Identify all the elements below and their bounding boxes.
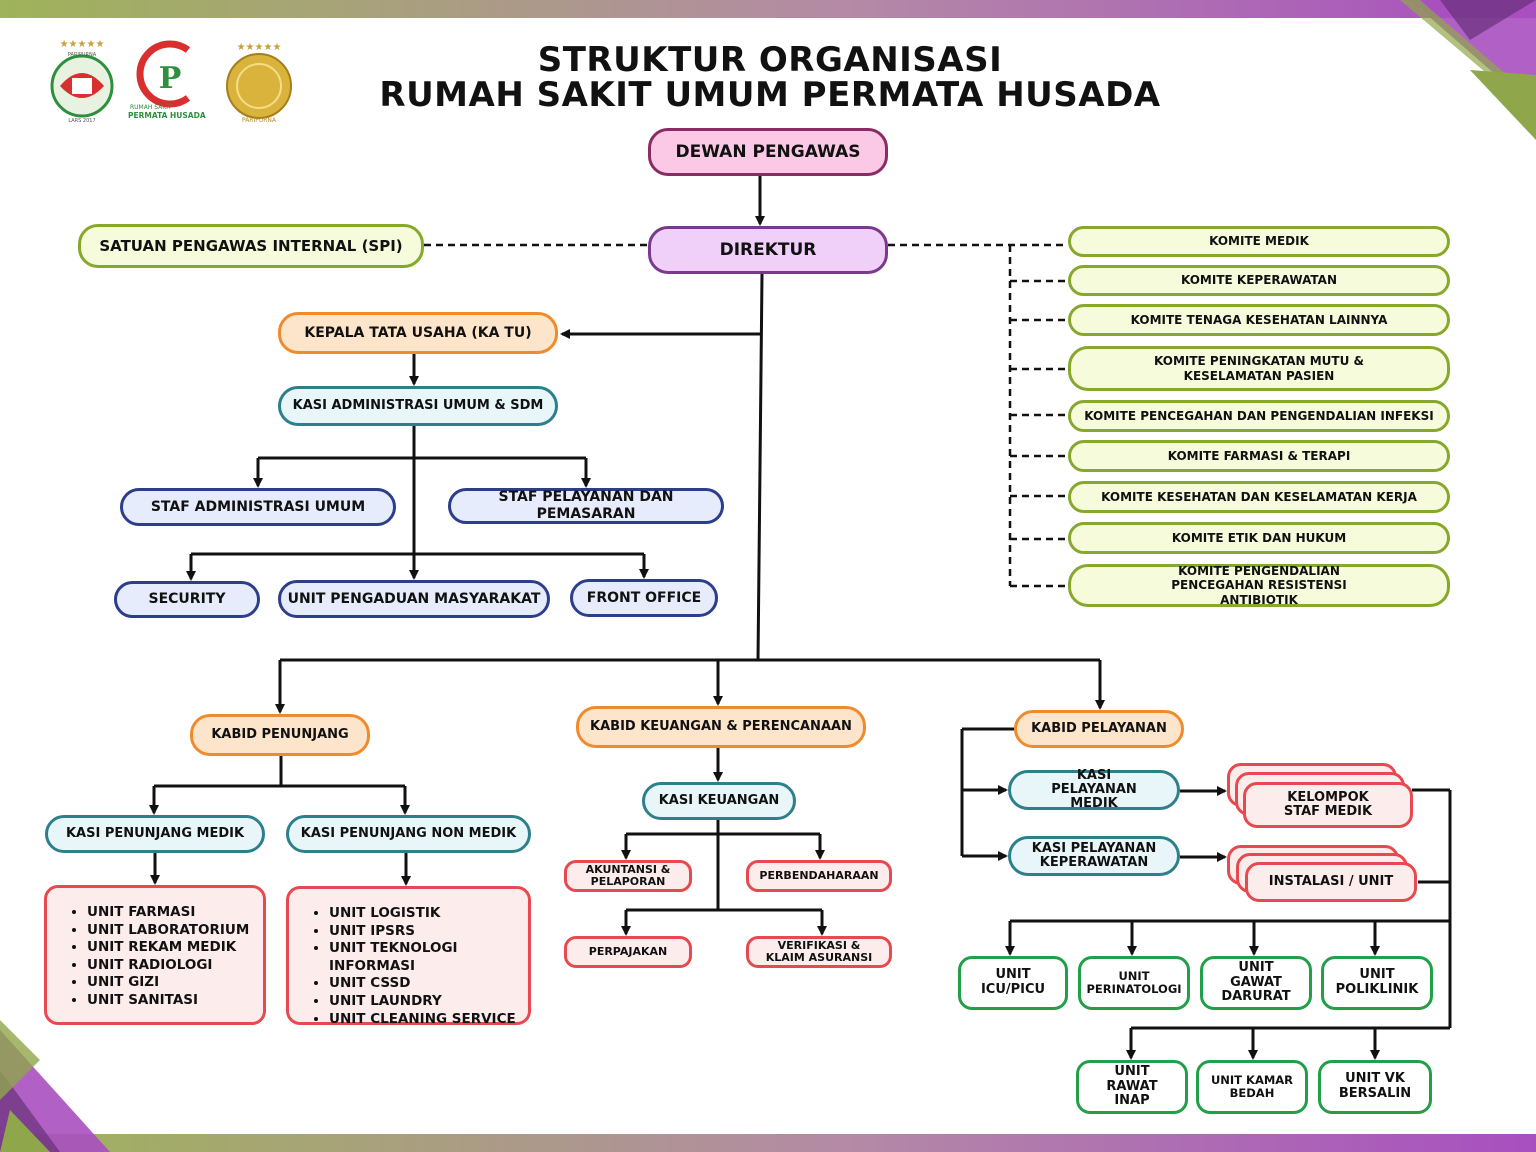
akuntansi-box: AKUNTANSI & PELAPORAN (564, 860, 692, 892)
kabid-penunjang-box: KABID PENUNJANG (190, 714, 370, 756)
list-item: UNIT LAUNDRY (329, 993, 528, 1011)
paripurna-gold-logo: ★★★★★ PARIPURNA (220, 40, 298, 124)
list-item: UNIT GIZI (87, 974, 263, 992)
komite-box: KOMITE ETIK DAN HUKUM (1068, 522, 1450, 554)
title-line1: STRUKTUR ORGANISASI (537, 40, 1003, 80)
paripurna-lars-logo: ★★★★★ PARIPURNA LARS 2017 (44, 39, 120, 124)
komite-box: KOMITE PENINGKATAN MUTU & KESELAMATAN PA… (1068, 346, 1450, 391)
komite-box: KOMITE KESEHATAN DAN KESELAMATAN KERJA (1068, 481, 1450, 513)
unit-pengaduan-box: UNIT PENGADUAN MASYARAKAT (278, 580, 550, 618)
kasi-pelayanan-medik-box: KASI PELAYANAN MEDIK (1008, 768, 1180, 811)
front-office-box: FRONT OFFICE (570, 579, 718, 617)
list-item: UNIT LABORATORIUM (87, 922, 263, 940)
svg-text:RUMAH SAKIT: RUMAH SAKIT (130, 104, 172, 111)
list-item: UNIT SANITASI (87, 992, 263, 1010)
kelompok-staf-medik-box: KELOMPOK STAF MEDIK (1243, 782, 1413, 828)
units-penunjang-medik-list: UNIT FARMASI UNIT LABORATORIUM UNIT REKA… (44, 885, 266, 1025)
rs-permata-husada-logo: P RUMAH SAKIT PERMATA HUSADA (126, 40, 216, 122)
kasi-penunjang-medik-box: KASI PENUNJANG MEDIK (45, 815, 265, 853)
komite-box: KOMITE KEPERAWATAN (1068, 265, 1450, 296)
list-item: UNIT CSSD (329, 975, 528, 993)
dewan-pengawas-box: DEWAN PENGAWAS (648, 128, 888, 176)
list-item: UNIT FARMASI (87, 904, 263, 922)
svg-text:PARIPURNA: PARIPURNA (68, 52, 97, 58)
top-gradient-bar (0, 0, 1536, 18)
svg-text:PERMATA HUSADA: PERMATA HUSADA (128, 111, 206, 120)
spi-box: SATUAN PENGAWAS INTERNAL (SPI) (78, 224, 424, 268)
komite-box: KOMITE FARMASI & TERAPI (1068, 440, 1450, 472)
list-item: UNIT CLEANING SERVICE (329, 1011, 528, 1029)
staf-administrasi-box: STAF ADMINISTRASI UMUM (120, 488, 396, 526)
svg-text:PARIPURNA: PARIPURNA (242, 117, 277, 124)
katu-box: KEPALA TATA USAHA (KA TU) (278, 312, 558, 354)
perpajakan-box: PERPAJAKAN (564, 936, 692, 968)
unit-poliklinik-box: UNIT POLIKLINIK (1321, 956, 1433, 1010)
unit-gawat-darurat-box: UNIT GAWAT DARURAT (1200, 956, 1312, 1010)
svg-text:★★★★★: ★★★★★ (60, 40, 105, 50)
unit-vk-bersalin-box: UNIT VK BERSALIN (1318, 1060, 1432, 1114)
kasi-penunjang-non-medik-box: KASI PENUNJANG NON MEDIK (286, 815, 531, 853)
list-item: UNIT TEKNOLOGI INFORMASI (329, 940, 528, 975)
unit-icu-box: UNIT ICU/PICU (958, 956, 1068, 1010)
unit-perinatologi-box: UNIT PERINATOLOGI (1078, 956, 1190, 1010)
kasi-administrasi-box: KASI ADMINISTRASI UMUM & SDM (278, 386, 558, 426)
list-item: UNIT REKAM MEDIK (87, 939, 263, 957)
komite-box: KOMITE PENGENDALIAN PENCEGAHAN RESISTENS… (1068, 564, 1450, 607)
kasi-pelayanan-keperawatan-box: KASI PELAYANAN KEPERAWATAN (1008, 836, 1180, 876)
list-item: UNIT LOGISTIK (329, 905, 528, 923)
instalasi-unit-box: INSTALASI / UNIT (1245, 862, 1417, 902)
paripurna-gold-medal-icon: ★★★★★ PARIPURNA (226, 42, 292, 124)
komite-box: KOMITE TENAGA KESEHATAN LAINNYA (1068, 304, 1450, 336)
kasi-keuangan-box: KASI KEUANGAN (642, 782, 796, 820)
permata-husada-emblem-icon: P RUMAH SAKIT PERMATA HUSADA (128, 40, 206, 120)
security-box: SECURITY (114, 581, 260, 618)
svg-text:LARS 2017: LARS 2017 (68, 118, 95, 124)
paripurna-emblem-icon: ★★★★★ PARIPURNA LARS 2017 (50, 39, 114, 124)
units-penunjang-non-medik-list: UNIT LOGISTIK UNIT IPSRS UNIT TEKNOLOGI … (286, 886, 531, 1027)
svg-text:P: P (159, 61, 182, 96)
unit-rawat-inap-box: UNIT RAWAT INAP (1076, 1060, 1188, 1114)
perbendaharaan-box: PERBENDAHARAAN (746, 860, 892, 892)
staf-pelayanan-box: STAF PELAYANAN DAN PEMASARAN (448, 488, 724, 524)
list-item: UNIT IPSRS (329, 923, 528, 941)
komite-box: KOMITE MEDIK (1068, 226, 1450, 257)
unit-kamar-bedah-box: UNIT KAMAR BEDAH (1196, 1060, 1308, 1114)
verifikasi-box: VERIFIKASI & KLAIM ASURANSI (746, 936, 892, 968)
title-line2: RUMAH SAKIT UMUM PERMATA HUSADA (379, 75, 1161, 115)
komite-box: KOMITE PENCEGAHAN DAN PENGENDALIAN INFEK… (1068, 400, 1450, 432)
bottom-gradient-bar (0, 1134, 1536, 1152)
direktur-box: DIREKTUR (648, 226, 888, 274)
svg-text:★★★★★: ★★★★★ (237, 42, 282, 53)
kabid-pelayanan-box: KABID PELAYANAN (1014, 710, 1184, 748)
list-item: UNIT RADIOLOGI (87, 957, 263, 975)
kabid-keuangan-box: KABID KEUANGAN & PERENCANAAN (576, 706, 866, 748)
